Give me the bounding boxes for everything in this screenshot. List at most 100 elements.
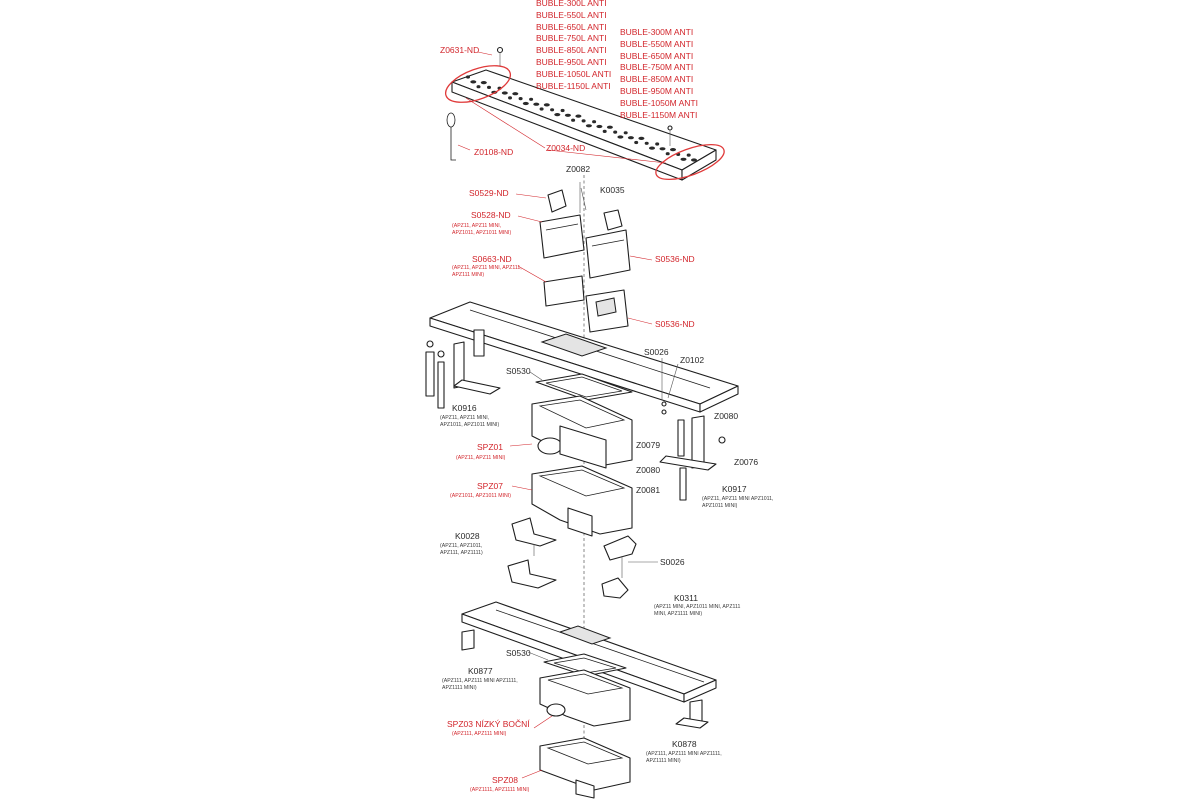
grate-bubble	[508, 96, 512, 100]
grate-model-list-m: BUBLE-300M ANTI BUBLE-550M ANTI BUBLE-65…	[620, 27, 698, 121]
model-item: BUBLE-1150M ANTI	[620, 109, 698, 120]
label-k0311: K0311	[674, 593, 698, 603]
grate-bubble	[539, 107, 544, 111]
label-spz03-sub: (APZ111, APZ111 MINI)	[452, 731, 507, 737]
label-s0530-b: S0530	[506, 648, 531, 658]
grate-bubble	[476, 85, 481, 89]
label-spz07-sub: (APZ1011, APZ1011 MINI)	[450, 493, 511, 499]
label-spz01-sub: (APZ11, APZ11 MINI)	[456, 455, 506, 461]
foot-k0311	[601, 535, 637, 599]
bracket-k0877	[461, 629, 475, 651]
model-item: BUBLE-850L ANTI	[536, 45, 607, 56]
label-k0311-sub: (APZ11 MINI, APZ1011 MINI, APZ111 MINI, …	[654, 604, 741, 617]
foot-k0028	[507, 517, 557, 589]
grate-bubble	[680, 157, 687, 161]
label-z0079: Z0079	[636, 440, 661, 450]
label-spz07: SPZ07	[477, 481, 503, 491]
grate-bubble	[560, 108, 565, 113]
grate-bubble	[522, 101, 529, 106]
highlight-ellipse-right	[655, 144, 725, 180]
grate-bubble	[466, 75, 470, 79]
model-item: BUBLE-300M ANTI	[620, 27, 694, 37]
grate-buble	[451, 69, 717, 181]
label-s0528-sub: (APZ11, APZ11 MINI, APZ1011, APZ1011 MIN…	[452, 223, 512, 236]
label-s0026-b: S0026	[660, 557, 685, 567]
label-s0536-a: S0536-ND	[655, 254, 695, 264]
channel-main	[429, 301, 739, 413]
grate-bubble	[670, 148, 676, 152]
grate-model-list-l: BUBLE-300L ANTI BUBLE-550L ANTI BUBLE-65…	[536, 0, 611, 92]
label-k0035: K0035	[600, 185, 625, 195]
label-k0916-sub: (APZ11, APZ11 MINI, APZ1011, APZ1011 MIN…	[440, 415, 500, 428]
label-s0528: S0528-ND	[471, 210, 511, 220]
screw-z0631	[496, 46, 504, 66]
body-spz08	[539, 737, 631, 799]
grate-bubble	[581, 119, 586, 123]
model-item: BUBLE-1050M ANTI	[620, 97, 698, 108]
label-s0663-sub: (APZ11, APZ11 MINI, APZ111, APZ111 MINI)	[452, 265, 522, 278]
model-item: BUBLE-850M ANTI	[620, 74, 694, 85]
label-z0631: Z0631-ND	[440, 45, 480, 55]
model-item: BUBLE-550L ANTI	[536, 9, 607, 20]
label-z0081: Z0081	[636, 485, 661, 495]
gasket-s0530-b	[543, 653, 627, 677]
grate-bubble	[480, 81, 487, 85]
label-z0034: Z0034-ND	[546, 143, 586, 153]
grate-bubble	[606, 125, 613, 129]
model-item: BUBLE-950M ANTI	[620, 85, 694, 96]
hook-z0108	[446, 112, 456, 161]
model-item: BUBLE-1150L ANTI	[536, 80, 611, 91]
label-k0917-sub: (APZ11, APZ11 MINI APZ1011, APZ1011 MINI…	[702, 496, 774, 509]
label-k0917: K0917	[722, 484, 747, 494]
anchor-set-left	[425, 329, 501, 409]
model-item: BUBLE-750M ANTI	[620, 62, 694, 73]
grate-bubble	[659, 147, 666, 151]
label-z0080-b: Z0080	[636, 465, 661, 475]
label-k0878-sub: (APZ111, APZ111 MINI APZ1111, APZ1111 MI…	[646, 751, 722, 764]
grate-bubble	[686, 153, 691, 157]
body-spz01	[531, 395, 633, 469]
label-s0663: S0663-ND	[472, 254, 512, 264]
label-spz03: SPZ03 NÍZKÝ BOČNÍ	[447, 719, 530, 729]
grate-bubble	[512, 92, 519, 96]
grate-bubble	[487, 85, 491, 89]
model-item: BUBLE-1050L ANTI	[536, 68, 612, 79]
label-k0028-sub: (APZ11, APZ1011, APZ111, APZ1111)	[440, 543, 483, 556]
label-k0916: K0916	[452, 403, 477, 413]
grate-bubble	[550, 108, 555, 112]
grate-bubble-pattern	[466, 75, 697, 162]
grate-bubble	[634, 140, 639, 145]
model-item: BUBLE-750L ANTI	[536, 33, 607, 44]
grate-bubble	[543, 103, 550, 107]
grate-bubble	[623, 131, 628, 135]
highlight-ellipse-left	[444, 65, 512, 103]
grate-bubble	[644, 141, 649, 145]
body-spz07	[531, 465, 633, 537]
grate-bubble	[602, 129, 607, 133]
grate-bubble	[518, 97, 523, 101]
label-k0877-sub: (APZ111, APZ111 MINI APZ1111, APZ1111 MI…	[442, 678, 518, 691]
model-item: BUBLE-650L ANTI	[536, 21, 607, 32]
grate-bubble	[571, 118, 576, 122]
label-z0080-a: Z0080	[714, 411, 739, 421]
label-z0076: Z0076	[734, 457, 759, 467]
grate-bubble	[533, 102, 540, 106]
label-k0878: K0878	[672, 739, 697, 749]
grate-bubble	[596, 124, 603, 129]
label-spz08-sub: (APZ1111, APZ1111 MINI)	[470, 787, 530, 793]
model-item: BUBLE-950L ANTI	[536, 56, 607, 67]
grate-bubble	[649, 146, 655, 150]
label-s0026-a: S0026	[644, 347, 669, 357]
body-spz03	[539, 669, 631, 727]
siphon-inserts	[539, 189, 631, 333]
label-s0529: S0529-ND	[469, 188, 509, 198]
grate-bubble	[655, 142, 660, 146]
grate-bubble	[470, 80, 477, 84]
label-s0530-a: S0530	[506, 366, 531, 376]
grate-bubble	[554, 113, 561, 117]
model-item: BUBLE-650M ANTI	[620, 50, 694, 61]
grate-bubble	[564, 113, 571, 117]
label-z0108: Z0108-ND	[474, 147, 514, 157]
model-item: BUBLE-300L ANTI	[536, 0, 607, 8]
label-z0082: Z0082	[566, 164, 591, 174]
